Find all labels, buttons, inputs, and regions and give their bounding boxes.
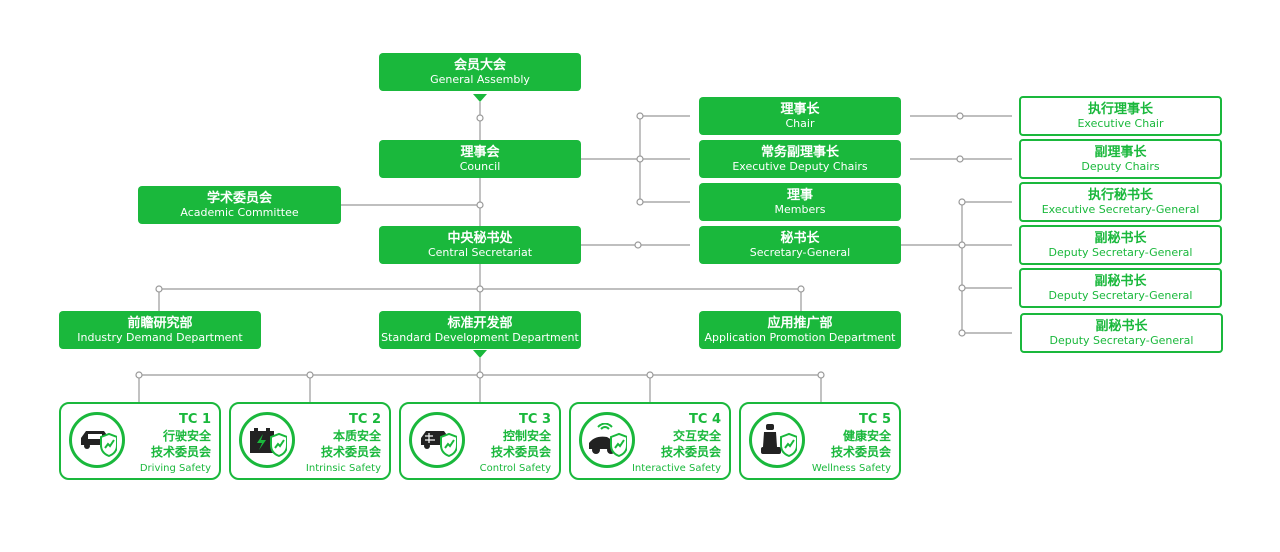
council-box: 理事会 Council <box>379 140 581 178</box>
tc-id: TC 1 <box>179 412 211 427</box>
tc-card-1: TC 1 行驶安全技术委员会 Driving Safety <box>59 402 221 480</box>
tc-id: TC 4 <box>689 412 721 427</box>
deputy-secretary-general-box-2: 副秘书长 Deputy Secretary-General <box>1019 268 1222 308</box>
academic-committee-zh: 学术委员会 <box>206 190 272 206</box>
secretary-general-box: 秘书长 Secretary-General <box>699 226 901 264</box>
secretary-general-zh: 秘书长 <box>780 230 820 246</box>
central-secretariat-en: Central Secretariat <box>427 246 533 260</box>
executive-secretary-general-en: Executive Secretary-General <box>1041 203 1200 217</box>
standard-development-en: Standard Development Department <box>381 331 579 345</box>
industry-demand-box: 前瞻研究部 Industry Demand Department <box>59 311 261 349</box>
tc-card-5: TC 5 健康安全技术委员会 Wellness Safety <box>739 402 901 480</box>
executive-deputy-chairs-en: Executive Deputy Chairs <box>732 160 868 174</box>
tc-suffix-zh: 技术委员会 <box>490 444 551 459</box>
tc-name-en: Interactive Safety <box>631 463 721 474</box>
deputy-chairs-box: 副理事长 Deputy Chairs <box>1019 139 1222 179</box>
deputy-secretary-general-en-1: Deputy Secretary-General <box>1048 246 1193 260</box>
chair-en: Chair <box>785 117 815 131</box>
members-en: Members <box>774 203 826 217</box>
general-assembly-zh: 会员大会 <box>453 57 506 73</box>
deputy-secretary-general-en-3: Deputy Secretary-General <box>1049 334 1194 348</box>
executive-secretary-general-box: 执行秘书长 Executive Secretary-General <box>1019 182 1222 222</box>
seat-shield-icon <box>749 412 805 468</box>
executive-chair-zh: 执行理事长 <box>1087 101 1153 117</box>
tc-id: TC 2 <box>349 412 381 427</box>
academic-committee-box: 学术委员会 Academic Committee <box>138 186 341 224</box>
chair-zh: 理事长 <box>780 101 820 117</box>
application-promotion-en: Application Promotion Department <box>704 331 896 345</box>
tc-name-zh: 交互安全 <box>672 429 721 443</box>
tc-card-2: TC 2 本质安全技术委员会 Intrinsic Safety <box>229 402 391 480</box>
deputy-secretary-general-box-3: 副秘书长 Deputy Secretary-General <box>1020 313 1223 353</box>
arrow-down-icon <box>473 350 487 358</box>
general-assembly-en: General Assembly <box>430 73 530 87</box>
tc-name-en: Control Safety <box>479 463 551 474</box>
general-assembly-box: 会员大会 General Assembly <box>379 53 581 91</box>
council-zh: 理事会 <box>460 144 500 160</box>
tc-suffix-zh: 技术委员会 <box>660 444 721 459</box>
tc-name-zh: 控制安全 <box>502 429 551 443</box>
deputy-secretary-general-zh-1: 副秘书长 <box>1094 230 1147 246</box>
tc-suffix-zh: 技术委员会 <box>830 444 891 459</box>
tc-name-zh: 行驶安全 <box>162 429 211 443</box>
secretary-general-en: Secretary-General <box>749 246 851 260</box>
tc-name-en: Wellness Safety <box>811 463 891 474</box>
tc-name-en: Driving Safety <box>139 463 211 474</box>
chair-box: 理事长 Chair <box>699 97 901 135</box>
tc-id: TC 3 <box>519 412 551 427</box>
tc-suffix-zh: 技术委员会 <box>320 444 381 459</box>
tc-name-zh: 本质安全 <box>332 429 381 443</box>
members-box: 理事 Members <box>699 183 901 221</box>
deputy-secretary-general-zh-3: 副秘书长 <box>1095 318 1148 334</box>
deputy-chairs-zh: 副理事长 <box>1094 144 1147 160</box>
deputy-secretary-general-en-2: Deputy Secretary-General <box>1048 289 1193 303</box>
council-en: Council <box>459 160 501 174</box>
executive-secretary-general-zh: 执行秘书长 <box>1087 187 1153 203</box>
central-secretariat-box: 中央秘书处 Central Secretariat <box>379 226 581 264</box>
central-secretariat-zh: 中央秘书处 <box>447 230 513 246</box>
chip-shield-icon <box>409 412 465 468</box>
deputy-secretary-general-zh-2: 副秘书长 <box>1094 273 1147 289</box>
tc-name-zh: 健康安全 <box>842 429 891 443</box>
standard-development-box: 标准开发部 Standard Development Department <box>379 311 581 349</box>
executive-deputy-chairs-zh: 常务副理事长 <box>760 144 839 160</box>
tc-suffix-zh: 技术委员会 <box>150 444 211 459</box>
tc-card-4: TC 4 交互安全技术委员会 Interactive Safety <box>569 402 731 480</box>
executive-chair-box: 执行理事长 Executive Chair <box>1019 96 1222 136</box>
standard-development-zh: 标准开发部 <box>447 315 513 331</box>
deputy-chairs-en: Deputy Chairs <box>1081 160 1160 174</box>
executive-deputy-chairs-box: 常务副理事长 Executive Deputy Chairs <box>699 140 901 178</box>
application-promotion-box: 应用推广部 Application Promotion Department <box>699 311 901 349</box>
connected-car-shield-icon <box>579 412 635 468</box>
battery-shield-icon <box>239 412 295 468</box>
deputy-secretary-general-box-1: 副秘书长 Deputy Secretary-General <box>1019 225 1222 265</box>
tc-id: TC 5 <box>859 412 891 427</box>
car-shield-icon <box>69 412 125 468</box>
tc-name-en: Intrinsic Safety <box>305 463 381 474</box>
tc-card-3: TC 3 控制安全技术委员会 Control Safety <box>399 402 561 480</box>
industry-demand-en: Industry Demand Department <box>77 331 243 345</box>
executive-chair-en: Executive Chair <box>1077 117 1164 131</box>
application-promotion-zh: 应用推广部 <box>767 315 833 331</box>
arrow-down-icon <box>473 94 487 102</box>
members-zh: 理事 <box>786 187 813 203</box>
industry-demand-zh: 前瞻研究部 <box>127 315 193 331</box>
academic-committee-en: Academic Committee <box>180 206 299 220</box>
